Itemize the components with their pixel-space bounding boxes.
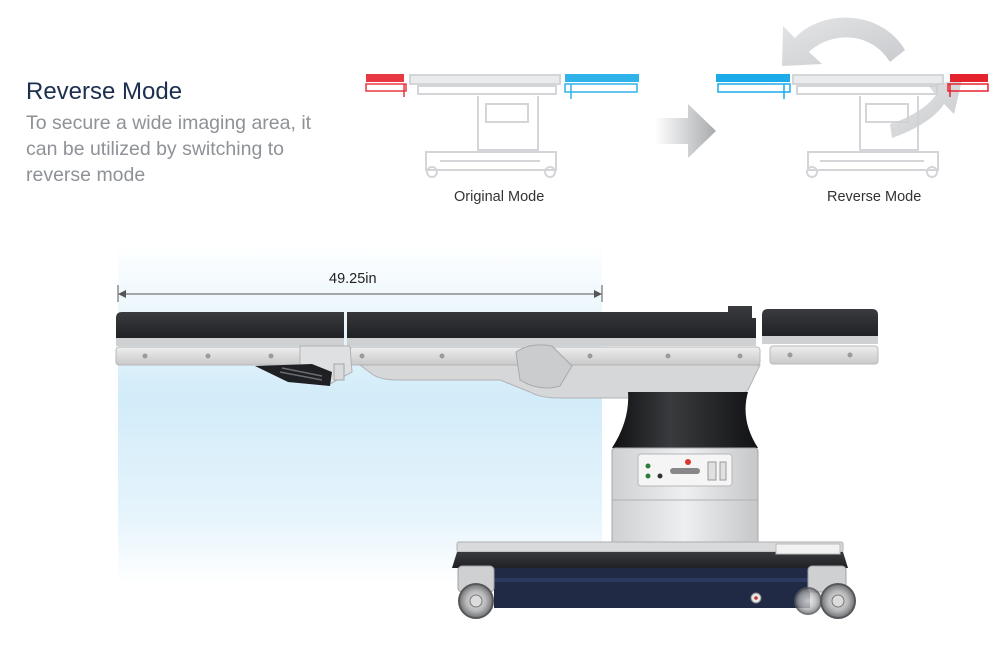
original-mode-caption: Original Mode bbox=[454, 189, 545, 205]
head-section-red bbox=[365, 74, 407, 97]
dimension-label: 49.25in bbox=[329, 271, 377, 287]
original-mode-diagram bbox=[365, 74, 639, 178]
head-section-red-reversed bbox=[947, 74, 989, 97]
imaging-area bbox=[118, 244, 602, 584]
operating-table bbox=[115, 306, 879, 619]
dimension-line bbox=[117, 285, 603, 302]
reverse-mode-caption: Reverse Mode bbox=[827, 189, 922, 205]
leg-section-blue-reversed bbox=[716, 74, 791, 99]
reverse-mode-diagram bbox=[716, 17, 989, 178]
transition-arrow-icon bbox=[655, 104, 716, 158]
rotate-arrow-top-icon bbox=[782, 17, 905, 66]
section-title: Reverse Mode bbox=[26, 78, 183, 105]
rotate-arrow-bottom-icon bbox=[890, 80, 962, 138]
section-description: To secure a wide imaging area, it can be… bbox=[26, 112, 312, 186]
control-panel bbox=[645, 459, 727, 481]
leg-section-blue bbox=[564, 74, 639, 99]
